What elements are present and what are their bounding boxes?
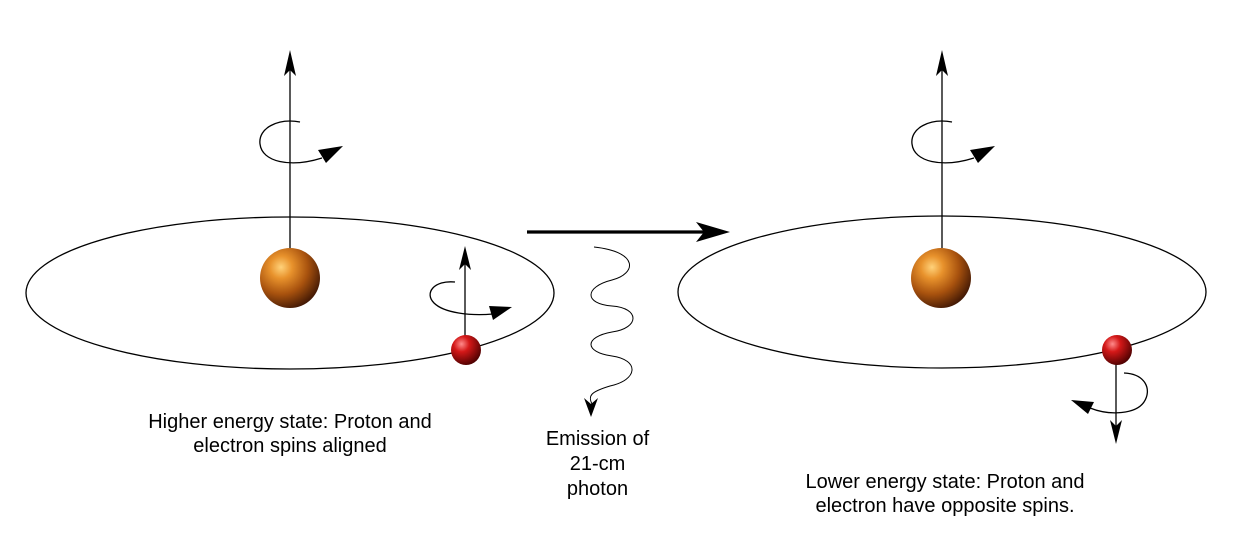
higher-energy-caption-line2: electron spins aligned (193, 435, 387, 457)
higher-energy-atom (25, 50, 555, 370)
emission-caption: Emission of 21-cm photon (520, 427, 675, 502)
photon-wave (584, 246, 634, 417)
lower-energy-caption-line2: electron have opposite spins. (815, 495, 1075, 517)
right-electron-spin-down-arrow (1110, 356, 1122, 444)
emission-caption-line1: Emission of (545, 428, 650, 450)
lower-energy-caption-line1: Lower energy state: Proton and (805, 471, 1085, 493)
left-electron-spin-up-arrow (459, 246, 471, 336)
right-proton-rotation-arrow (911, 120, 995, 164)
left-electron (451, 335, 481, 365)
left-electron-rotation-arrow (429, 281, 512, 320)
left-proton (260, 248, 320, 308)
left-proton-rotation-arrow (259, 120, 343, 164)
right-electron (1102, 335, 1132, 365)
higher-energy-caption-line1: Higher energy state: Proton and (148, 411, 432, 433)
right-electron-rotation-arrow (1071, 372, 1148, 414)
emission-caption-line2: 21-cm (569, 453, 626, 475)
right-proton-spin-up-arrow (936, 50, 948, 248)
transition-arrow (527, 222, 730, 242)
left-proton-spin-up-arrow (284, 50, 296, 248)
lower-energy-caption: Lower energy state: Proton and electron … (765, 470, 1125, 518)
right-proton (911, 248, 971, 308)
emission-caption-line3: photon (566, 478, 629, 500)
lower-energy-atom (677, 50, 1207, 444)
higher-energy-caption: Higher energy state: Proton and electron… (110, 410, 470, 458)
